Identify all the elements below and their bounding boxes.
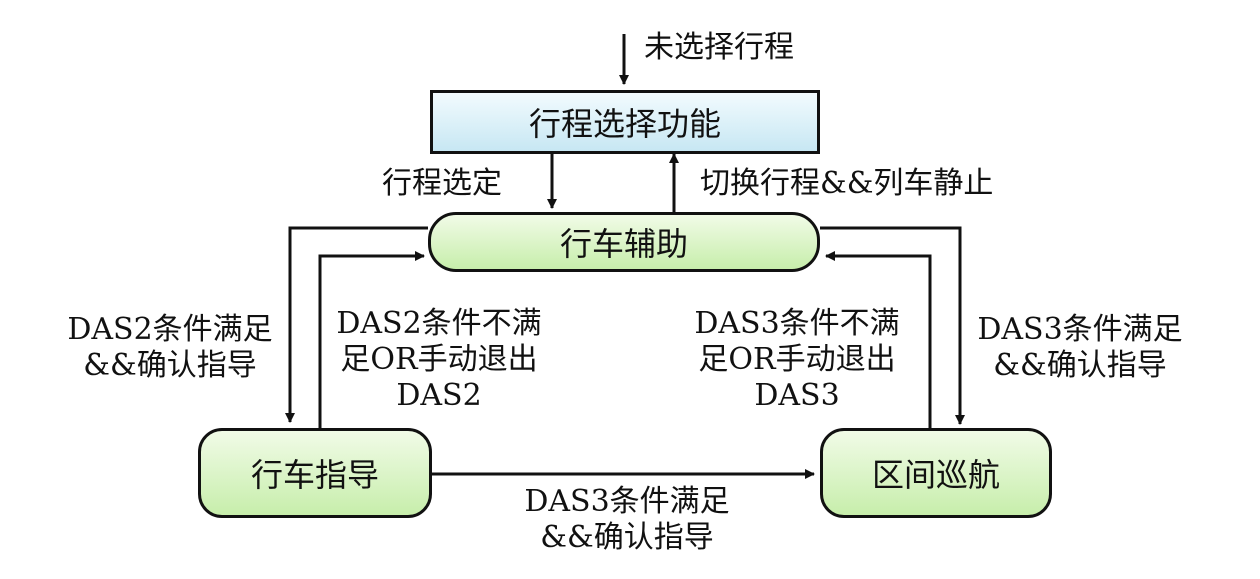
label-to-das2-line2: &&确认指导: [83, 348, 257, 383]
node-driving-guide: 行车指导: [198, 428, 432, 518]
label-exit-das2-line1: DAS2条件不满: [336, 306, 542, 341]
arrow-cruise-to-assist: [825, 251, 932, 428]
label-no-trip: 未选择行程: [644, 30, 794, 66]
label-switch-trip: 切换行程&&列车静止: [700, 166, 993, 202]
arrow-guide-to-assist: [318, 251, 425, 428]
label-trip-selected: 行程选定: [382, 166, 502, 202]
label-to-das3-line1: DAS3条件满足: [977, 312, 1183, 347]
label-no-trip-text: 未选择行程: [644, 30, 794, 65]
node-trip-select: 行程选择功能: [430, 90, 820, 154]
label-guide-to-cruise: DAS3条件满足 &&确认指导: [514, 484, 740, 556]
node-driving-assist: 行车辅助: [428, 212, 820, 272]
node-driving-guide-label: 行车指导: [250, 456, 379, 494]
label-to-das3-line2: &&确认指导: [993, 348, 1167, 383]
node-driving-assist-label: 行车辅助: [559, 225, 688, 263]
label-exit-das2: DAS2条件不满 足OR手动退出 DAS2: [336, 306, 542, 414]
label-exit-das3-line2: 足OR手动退出: [698, 342, 896, 377]
label-exit-das2-line3: DAS2: [396, 378, 482, 413]
label-trip-selected-text: 行程选定: [382, 166, 502, 201]
label-to-das2: DAS2条件满足 &&确认指导: [64, 312, 276, 384]
node-trip-select-label: 行程选择功能: [528, 105, 721, 143]
label-guide-to-cruise-line2: &&确认指导: [540, 520, 714, 555]
label-to-das2-line1: DAS2条件满足: [67, 312, 273, 347]
label-exit-das3: DAS3条件不满 足OR手动退出 DAS3: [690, 306, 904, 414]
node-section-cruise-label: 区间巡航: [871, 456, 1000, 494]
label-exit-das3-line3: DAS3: [754, 378, 840, 413]
node-section-cruise: 区间巡航: [820, 428, 1052, 518]
label-to-das3: DAS3条件满足 &&确认指导: [974, 312, 1186, 384]
label-guide-to-cruise-line1: DAS3条件满足: [524, 484, 730, 519]
label-exit-das2-line2: 足OR手动退出: [340, 342, 538, 377]
arrow-assist-to-cruise: [820, 226, 965, 425]
label-switch-trip-text: 切换行程&&列车静止: [700, 166, 994, 201]
label-exit-das3-line1: DAS3条件不满: [694, 306, 900, 341]
arrow-assist-to-guide: [285, 226, 428, 423]
